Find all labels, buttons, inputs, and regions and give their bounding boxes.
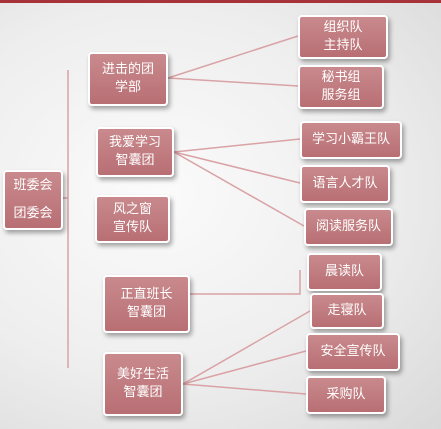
leaf-node-5-1: 走寝队 — [310, 293, 384, 329]
group-node-5: 美好生活 智囊团 — [103, 352, 183, 416]
group-3-line-1: 风之窗 — [112, 202, 152, 217]
top-accent-bar — [0, 0, 441, 3]
root-line-2: 团委会 — [13, 206, 53, 221]
connector-g5-c2 — [182, 350, 307, 385]
leaf-1-2-line-2: 服务组 — [321, 88, 361, 103]
group-node-3: 风之窗 宣传队 — [95, 195, 170, 243]
group-node-2: 我爱学习 智囊团 — [96, 127, 174, 177]
leaf-5-2-line-1: 安全宣传队 — [320, 344, 386, 359]
group-4-line-1: 正直班长 — [120, 287, 173, 302]
connector-g5-c1 — [182, 310, 311, 385]
leaf-5-1-line-1: 走寝队 — [327, 303, 367, 318]
group-node-4: 正直班长 智囊团 — [103, 275, 190, 333]
leaf-node-2-1: 学习小霸王队 — [300, 121, 402, 159]
leaf-1-2-line-1: 秘书组 — [321, 70, 361, 85]
group-5-line-1: 美好生活 — [116, 367, 169, 382]
root-line-1: 班委会 — [13, 178, 53, 193]
leaf-node-1-1: 组织队 主持队 — [298, 15, 388, 59]
leaf-2-2-line-1: 语言人才队 — [312, 176, 378, 191]
connector-g4-c1 — [190, 270, 301, 295]
root-node: 班委会 团委会 — [3, 170, 63, 230]
leaf-2-1-line-1: 学习小霸王队 — [311, 132, 390, 147]
connector-g2-c3 — [173, 151, 305, 227]
leaf-node-2-2: 语言人才队 — [300, 165, 390, 203]
group-1-line-1: 进击的团 — [101, 62, 154, 77]
connector-g2-c2 — [173, 151, 301, 184]
leaf-node-1-2: 秘书组 服务组 — [298, 65, 384, 109]
connector-g1-c2 — [167, 77, 299, 87]
leaf-node-2-3: 阅读服务队 — [304, 208, 393, 246]
leaf-1-1-line-2: 主持队 — [323, 38, 363, 53]
group-1-line-2: 学部 — [114, 80, 141, 95]
leaf-1-1-line-1: 组织队 — [323, 20, 363, 35]
leaf-node-5-2: 安全宣传队 — [306, 333, 400, 371]
connector-g2-c1 — [173, 138, 301, 153]
leaf-4-1-line-1: 晨读队 — [324, 264, 364, 279]
leaf-5-3-line-1: 采购队 — [326, 387, 366, 402]
group-2-line-1: 我爱学习 — [108, 135, 161, 150]
leaf-node-5-3: 采购队 — [306, 376, 386, 414]
group-node-1: 进击的团 学部 — [88, 52, 168, 106]
group-2-line-2: 智囊团 — [115, 153, 155, 168]
group-4-line-2: 智囊团 — [126, 305, 166, 320]
group-3-line-2: 宣传队 — [112, 220, 152, 235]
connector-g1-c1 — [167, 35, 299, 79]
group-5-line-2: 智囊团 — [123, 385, 163, 400]
leaf-node-4-1: 晨读队 — [307, 253, 382, 291]
leaf-2-3-line-1: 阅读服务队 — [315, 219, 381, 234]
connector-g5-c3 — [182, 383, 307, 395]
